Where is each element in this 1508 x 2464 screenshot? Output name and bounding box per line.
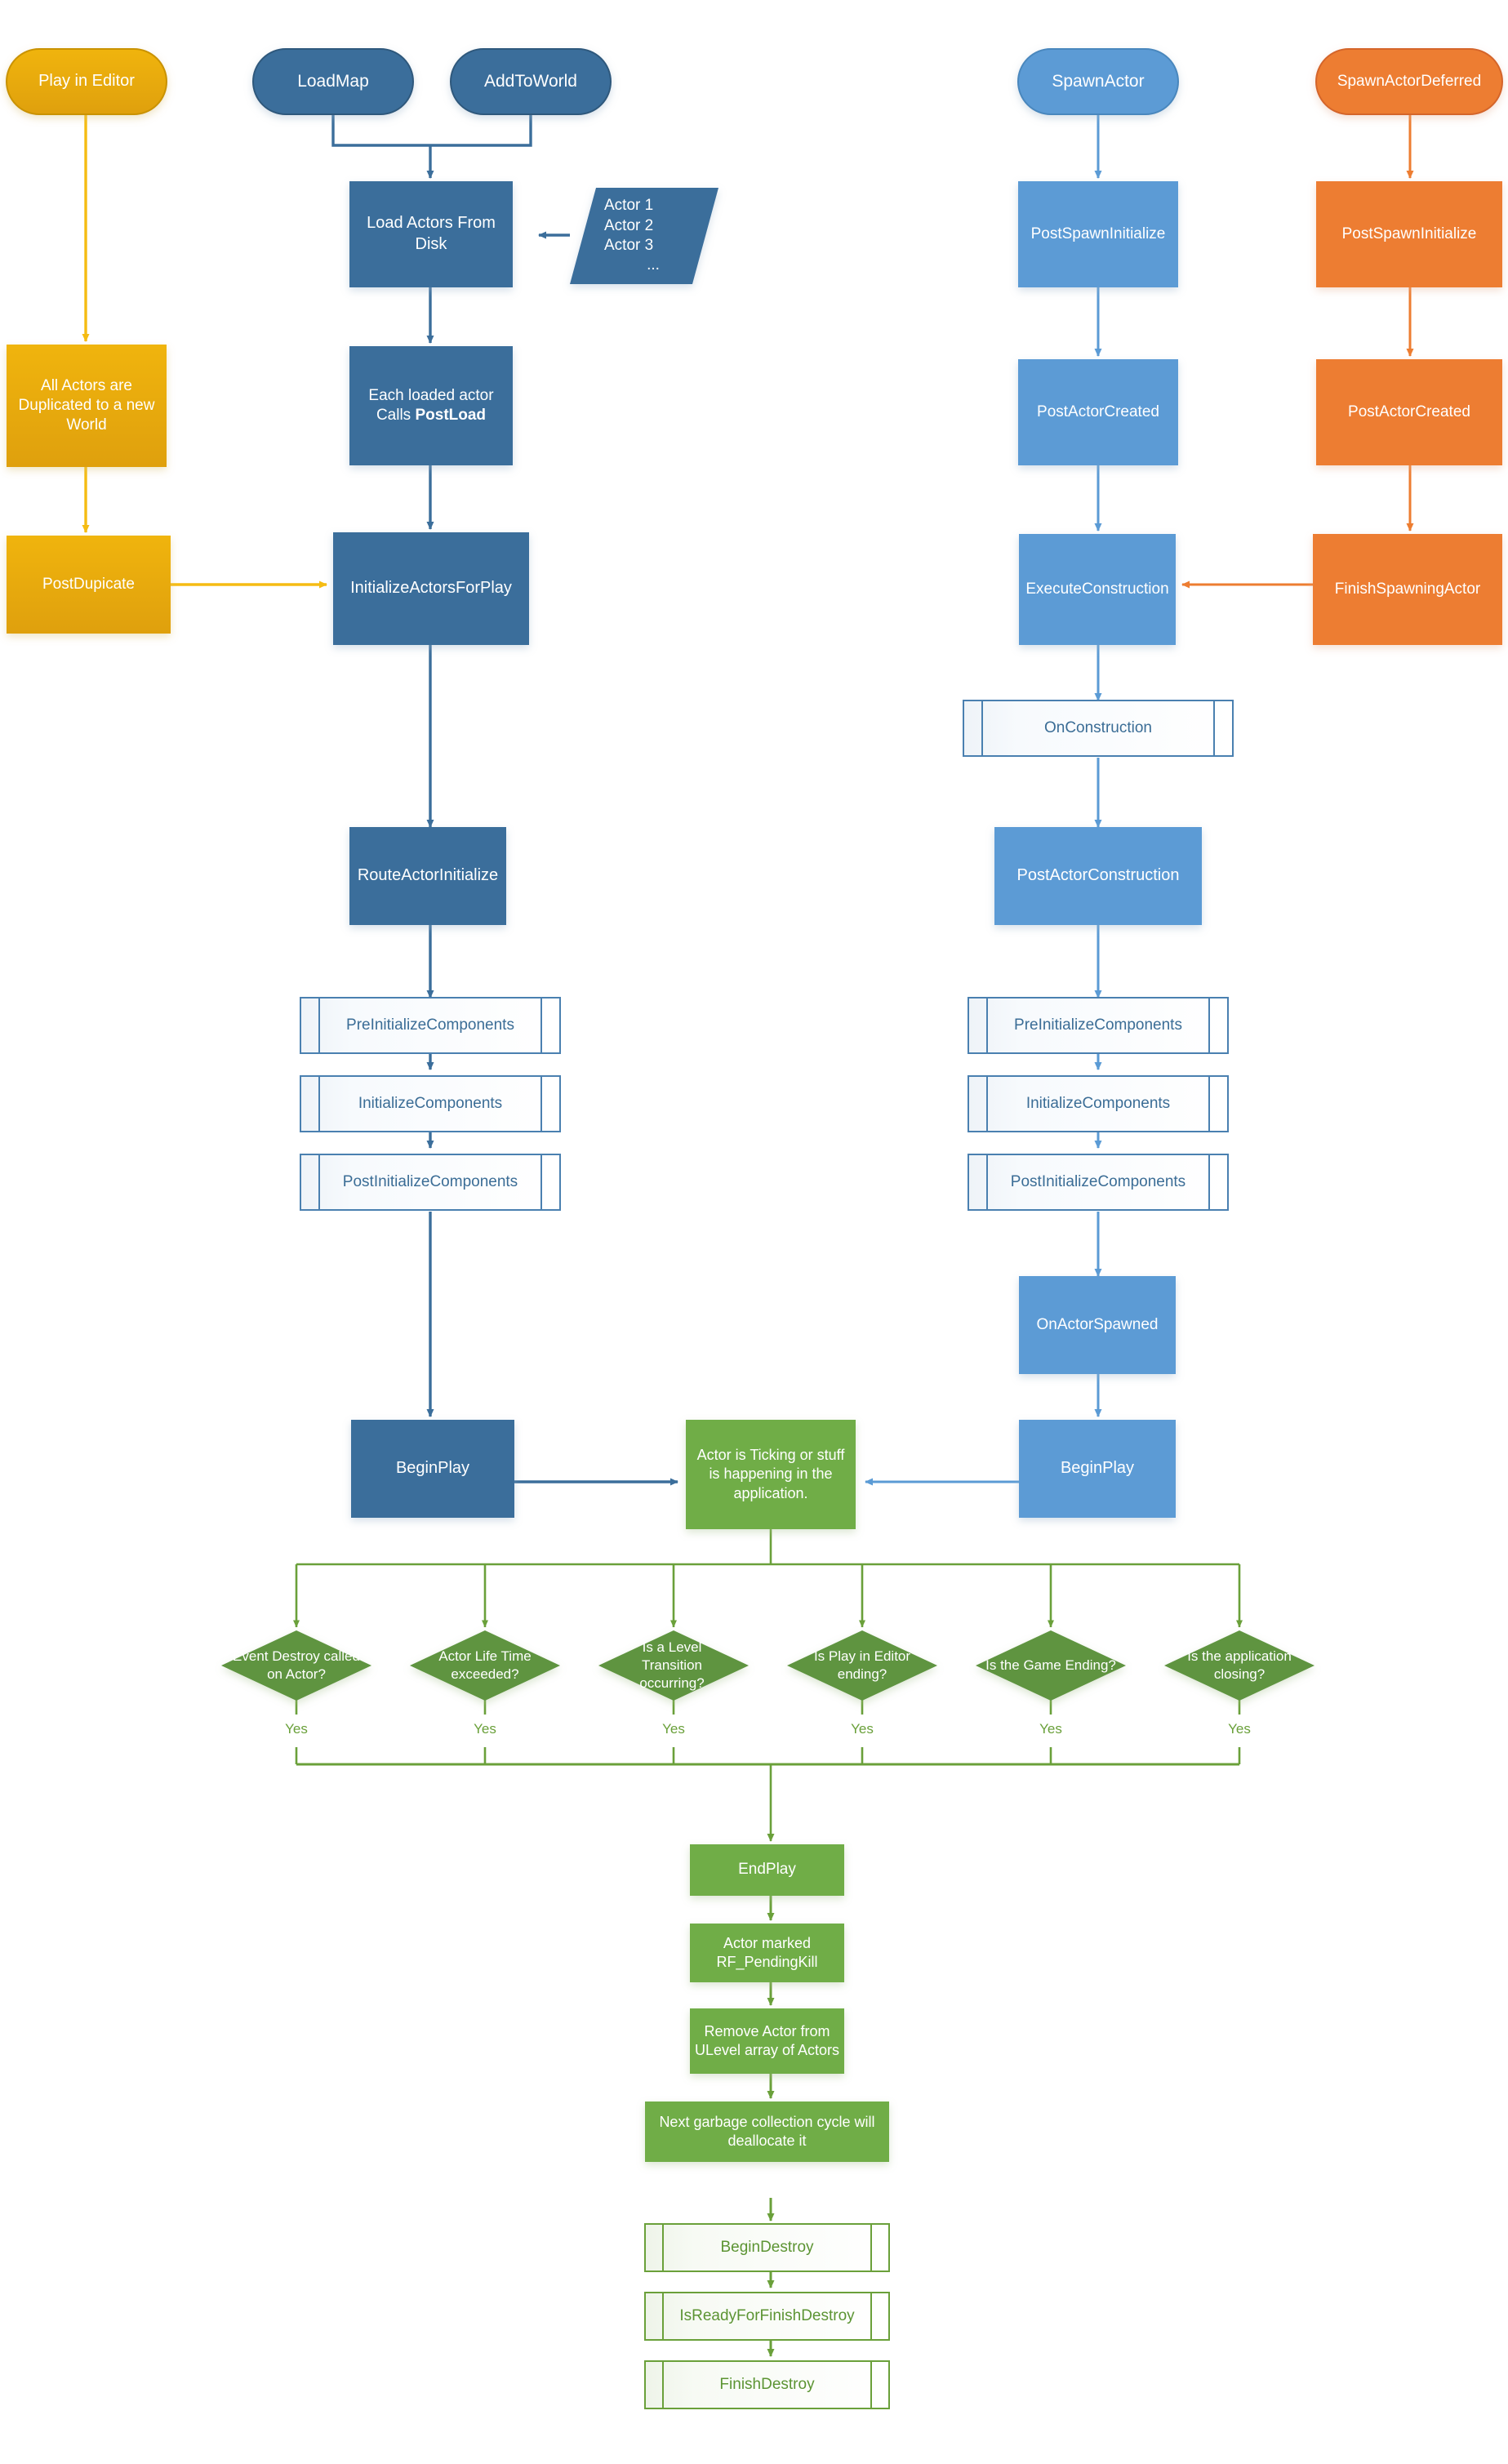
node-begin-destroy	[644, 2223, 890, 2272]
node-post-actor-created	[1018, 359, 1178, 465]
node-spawn-actor-deferred	[1315, 48, 1503, 115]
node-next-garbage-collection	[645, 2102, 889, 2162]
node-route-actor-initialize	[349, 827, 506, 925]
node-initialize-actors-for-play	[333, 532, 529, 645]
node-begin-play-right	[1019, 1420, 1176, 1518]
node-decision-level-transition	[598, 1630, 749, 1701]
node-post-actor-construction	[994, 827, 1202, 925]
node-decision-event-destroy	[221, 1630, 371, 1701]
node-actor-ticking	[686, 1420, 856, 1529]
node-post-initialize-components-spawn	[968, 1154, 1229, 1211]
node-post-duplicate	[7, 536, 171, 634]
node-post-spawn-initialize-deferred	[1316, 181, 1502, 287]
node-on-construction	[963, 700, 1234, 757]
node-post-spawn-initialize	[1018, 181, 1178, 287]
node-actor-list-data	[570, 188, 718, 284]
node-finish-destroy	[644, 2360, 890, 2409]
node-begin-play-left	[351, 1420, 514, 1518]
node-all-actors-duplicated	[7, 345, 167, 467]
node-remove-actor-ulevel	[690, 2008, 844, 2074]
node-initialize-components-spawn	[968, 1075, 1229, 1132]
node-add-to-world	[450, 48, 612, 115]
node-on-actor-spawned	[1019, 1276, 1176, 1374]
node-is-ready-for-finish-destroy	[644, 2292, 890, 2341]
node-pre-initialize-components	[300, 997, 561, 1054]
node-actor-marked-pendingkill	[690, 1924, 844, 1982]
node-decision-actor-life-time	[410, 1630, 560, 1701]
node-finish-spawning-actor	[1313, 534, 1502, 645]
node-each-loaded-actor-postload	[349, 346, 513, 465]
edge-loadmap-junction	[331, 114, 532, 147]
node-play-in-editor	[6, 48, 167, 115]
node-post-actor-created-deferred	[1316, 359, 1502, 465]
node-decision-game-ending	[976, 1630, 1126, 1701]
node-decision-play-in-editor-ending	[787, 1630, 937, 1701]
node-spawn-actor	[1017, 48, 1179, 115]
node-load-map	[252, 48, 414, 115]
node-execute-construction	[1019, 534, 1176, 645]
node-initialize-components	[300, 1075, 561, 1132]
node-post-initialize-components	[300, 1154, 561, 1211]
node-pre-initialize-components-spawn	[968, 997, 1229, 1054]
node-end-play	[690, 1844, 844, 1896]
node-load-actors-from-disk	[349, 181, 513, 287]
node-decision-application-closing	[1164, 1630, 1314, 1701]
